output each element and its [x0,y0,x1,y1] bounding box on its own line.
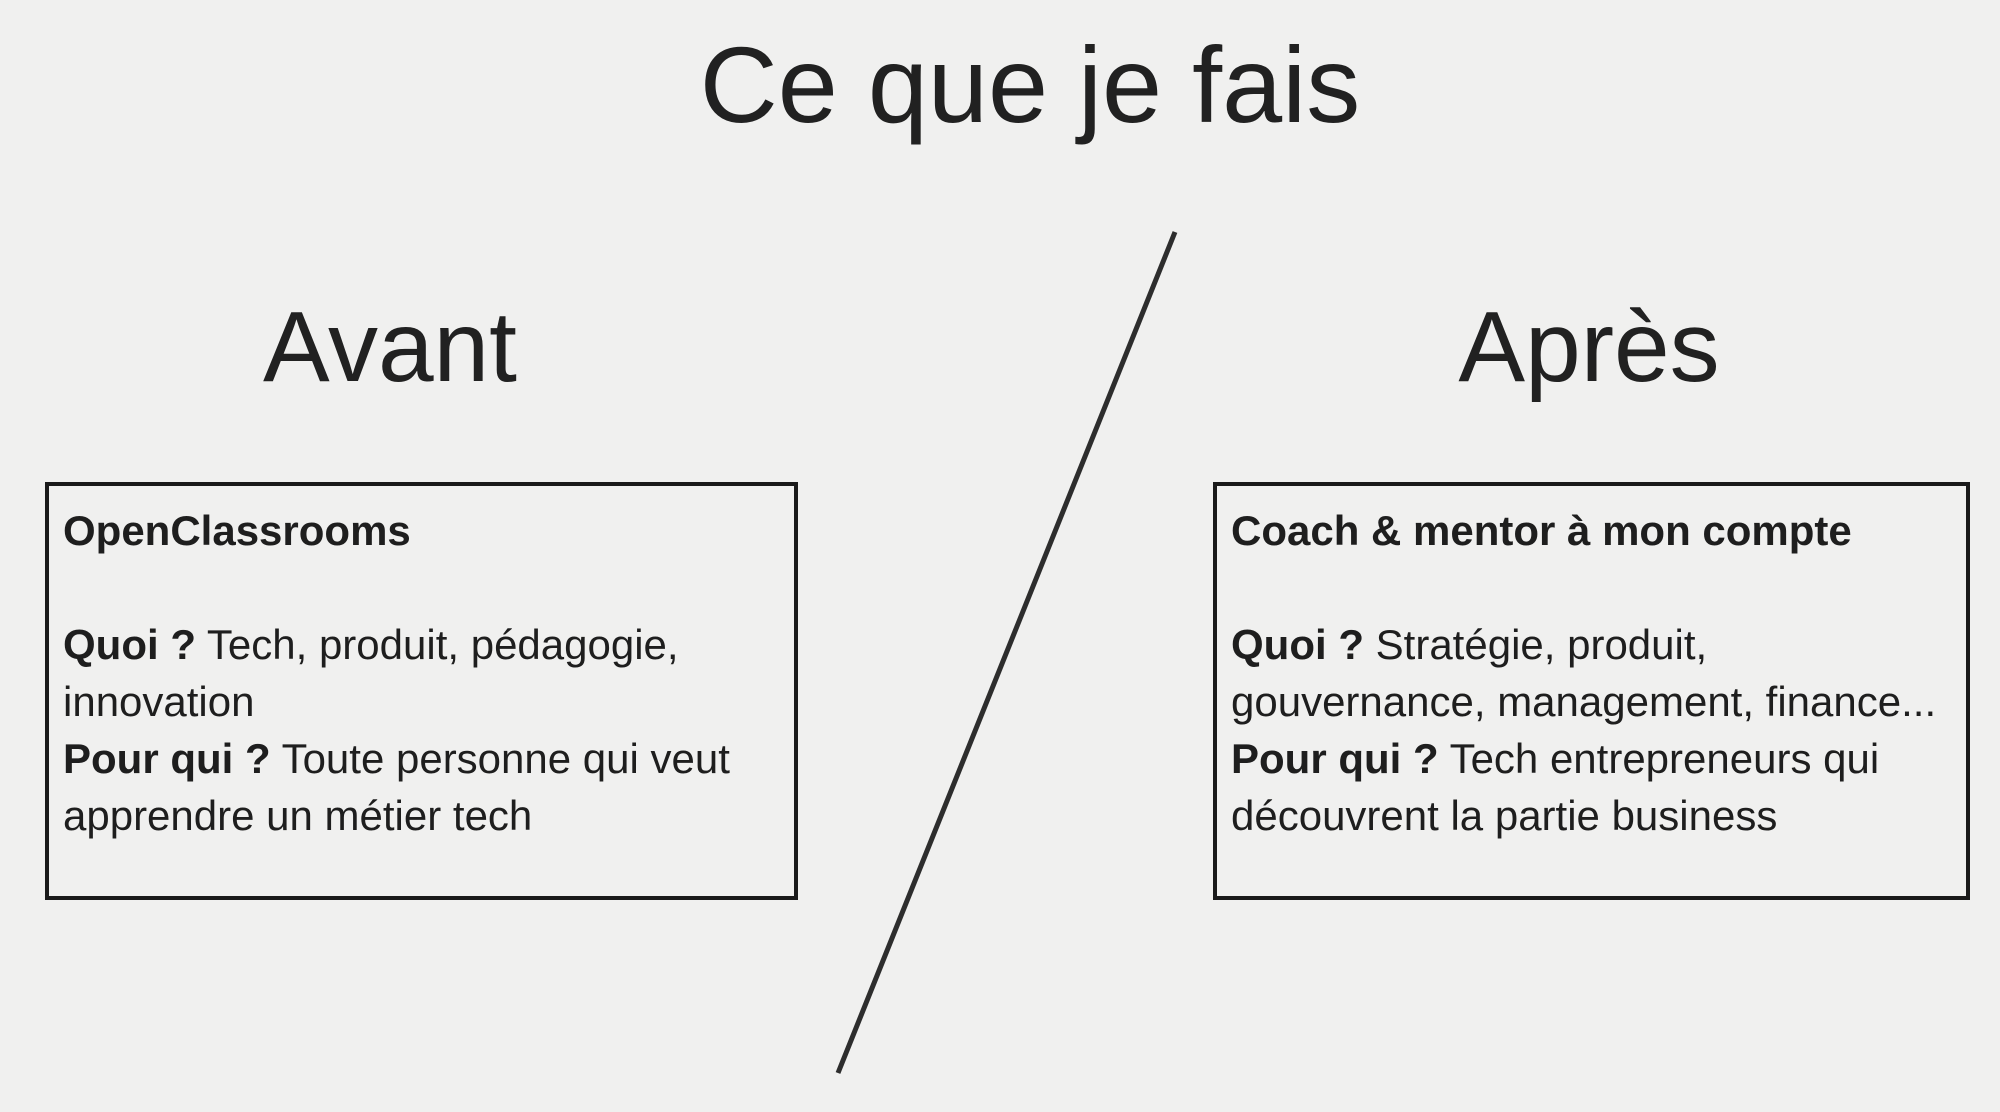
quoi-text-wrap: innovation [63,678,255,725]
before-box-line-quoi: Quoi ? Tech, produit, pédagogie, [63,616,780,673]
after-box-title: Coach & mentor à mon compte [1231,507,1852,554]
column-heading-apres: Après [1458,291,1720,403]
pourqui-text-wrap: apprendre un métier tech [63,792,533,839]
quoi-text: Tech, produit, pédagogie, [195,621,679,668]
after-box: Coach & mentor à mon compte Quoi ? Strat… [1213,482,1970,900]
before-box: OpenClassrooms Quoi ? Tech, produit, péd… [45,482,798,900]
after-box-line-quoi-wrap: gouvernance, management, finance... [1231,673,1952,730]
before-box-title: OpenClassrooms [63,507,411,554]
before-box-line-pourqui: Pour qui ? Toute personne qui veut [63,730,780,787]
pourqui-label: Pour qui ? [1231,735,1439,782]
after-box-line-pourqui-wrap: découvrent la partie business [1231,787,1952,844]
pourqui-text: Tech entrepreneurs qui [1438,735,1880,782]
after-box-line-quoi: Quoi ? Stratégie, produit, [1231,616,1952,673]
before-box-line-pourqui-wrap: apprendre un métier tech [63,787,780,844]
before-box-line-quoi-wrap: innovation [63,673,780,730]
pourqui-text: Toute personne qui veut [270,735,730,782]
column-heading-avant: Avant [263,291,517,403]
quoi-label: Quoi ? [63,621,196,668]
after-box-line-pourqui: Pour qui ? Tech entrepreneurs qui [1231,730,1952,787]
page-title: Ce que je fais [699,24,1361,145]
pourqui-label: Pour qui ? [63,735,271,782]
quoi-label: Quoi ? [1231,621,1364,668]
pourqui-text-wrap: découvrent la partie business [1231,792,1778,839]
quoi-text: Stratégie, produit, [1363,621,1708,668]
quoi-text-wrap: gouvernance, management, finance... [1231,678,1937,725]
spacer [1231,559,1952,616]
spacer [63,559,780,616]
